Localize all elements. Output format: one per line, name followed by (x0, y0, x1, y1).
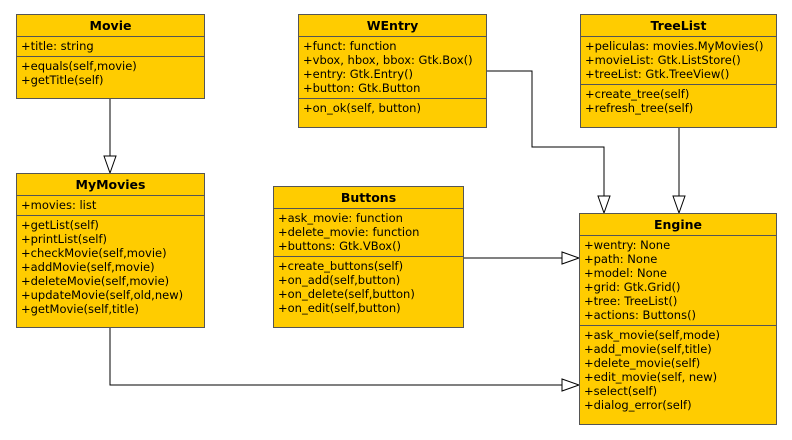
arrowhead-engine-top-right (672, 195, 686, 215)
class-buttons[interactable]: Buttons +ask_movie: function +delete_mov… (273, 186, 464, 328)
class-buttons-title: Buttons (274, 187, 463, 209)
attribute: +movies: list (21, 198, 97, 212)
class-mymovies-attributes: +movies: list (17, 196, 204, 215)
method: +checkMovie(self,movie) (21, 246, 167, 260)
method: +refresh_tree(self) (585, 101, 694, 115)
method: +select(self) (584, 384, 658, 398)
method: +printList(self) (21, 232, 108, 246)
attribute: +path: None (584, 252, 658, 266)
method: +dialog_error(self) (584, 398, 692, 412)
attribute: +ask_movie: function (278, 211, 403, 225)
method: +updateMovie(self,old,new) (21, 288, 184, 302)
class-wentry-title: WEntry (299, 15, 486, 37)
class-mymovies-methods: +getList(self) +printList(self) +checkMo… (17, 215, 204, 319)
method: +equals(self,movie) (21, 59, 137, 73)
attribute: +title: string (21, 39, 94, 53)
attribute: +funct: function (303, 39, 397, 53)
class-movie-title: Movie (17, 15, 204, 37)
arrowhead-engine-top-left (597, 195, 611, 215)
class-movie-methods: +equals(self,movie) +getTitle(self) (17, 56, 204, 90)
class-movie-attributes: +title: string (17, 37, 204, 56)
class-engine[interactable]: Engine +wentry: None +path: None +model:… (579, 213, 777, 425)
method: +deleteMovie(self,movie) (21, 274, 170, 288)
method: +delete_movie(self) (584, 356, 701, 370)
class-movie[interactable]: Movie +title: string +equals(self,movie)… (16, 14, 205, 99)
arrowhead-mymovies (103, 155, 117, 175)
class-buttons-methods: +create_buttons(self) +on_add(self,butto… (274, 256, 463, 318)
attribute: +vbox, hbox, bbox: Gtk.Box() (303, 53, 473, 67)
method: +add_movie(self,title) (584, 342, 712, 356)
method: +edit_movie(self, new) (584, 370, 718, 384)
attribute: +movieList: Gtk.ListStore() (585, 53, 741, 67)
class-wentry[interactable]: WEntry +funct: function +vbox, hbox, bbo… (298, 14, 487, 128)
class-engine-methods: +ask_movie(self,mode) +add_movie(self,ti… (580, 325, 776, 415)
class-mymovies-title: MyMovies (17, 174, 204, 196)
method: +on_add(self,button) (278, 273, 401, 287)
attribute: +entry: Gtk.Entry() (303, 67, 414, 81)
attribute: +button: Gtk.Button (303, 81, 421, 95)
attribute: +buttons: Gtk.VBox() (278, 239, 402, 253)
arrowhead-engine-left-lower (561, 378, 581, 392)
attribute: +wentry: None (584, 238, 671, 252)
class-treelist-attributes: +peliculas: movies.MyMovies() +movieList… (581, 37, 776, 84)
attribute: +peliculas: movies.MyMovies() (585, 39, 764, 53)
method: +getTitle(self) (21, 73, 104, 87)
attribute: +model: None (584, 266, 667, 280)
class-engine-title: Engine (580, 214, 776, 236)
method: +addMovie(self,movie) (21, 260, 155, 274)
attribute: +delete_movie: function (278, 225, 420, 239)
attribute: +grid: Gtk.Grid() (584, 280, 681, 294)
method: +getMovie(self,title) (21, 302, 139, 316)
arrowhead-engine-left-upper (561, 251, 581, 265)
class-wentry-attributes: +funct: function +vbox, hbox, bbox: Gtk.… (299, 37, 486, 98)
method: +on_ok(self, button) (303, 101, 421, 115)
method: +getList(self) (21, 218, 99, 232)
method: +on_edit(self,button) (278, 301, 401, 315)
class-mymovies[interactable]: MyMovies +movies: list +getList(self) +p… (16, 173, 205, 328)
attribute: +tree: TreeList() (584, 294, 678, 308)
class-treelist-methods: +create_tree(self) +refresh_tree(self) (581, 84, 776, 118)
attribute: +actions: Buttons() (584, 308, 697, 322)
method: +create_tree(self) (585, 87, 690, 101)
class-treelist[interactable]: TreeList +peliculas: movies.MyMovies() +… (580, 14, 777, 128)
attribute: +treeList: Gtk.TreeView() (585, 67, 730, 81)
class-buttons-attributes: +ask_movie: function +delete_movie: func… (274, 209, 463, 256)
method: +ask_movie(self,mode) (584, 328, 720, 342)
class-engine-attributes: +wentry: None +path: None +model: None +… (580, 236, 776, 325)
class-treelist-title: TreeList (581, 15, 776, 37)
method: +on_delete(self,button) (278, 287, 415, 301)
method: +create_buttons(self) (278, 259, 404, 273)
class-wentry-methods: +on_ok(self, button) (299, 98, 486, 118)
connector-mymovies-engine (109, 328, 562, 386)
